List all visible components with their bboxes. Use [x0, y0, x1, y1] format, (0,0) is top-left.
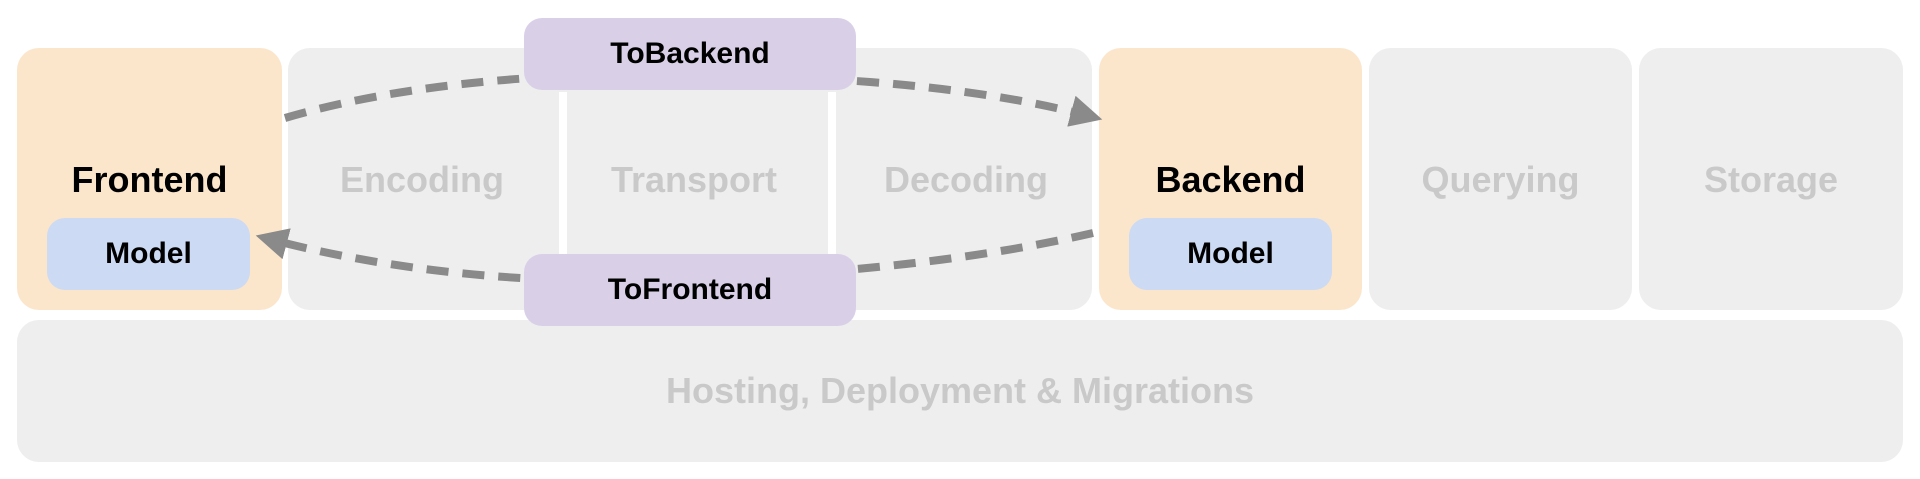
- pipeline-divider: [828, 92, 836, 310]
- pipeline-divider: [559, 92, 567, 310]
- to-frontend-message: ToFrontend: [524, 254, 856, 326]
- frontend-model-chip: Model: [47, 218, 250, 290]
- hosting-label: Hosting, Deployment & Migrations: [665, 370, 1255, 411]
- storage-box: Storage: [1639, 48, 1903, 310]
- querying-box: Querying: [1369, 48, 1632, 310]
- frontend-title: Frontend: [71, 159, 228, 200]
- hosting-box: Hosting, Deployment & Migrations: [17, 320, 1903, 462]
- backend-model-chip: Model: [1129, 218, 1332, 290]
- backend-box: Backend Model: [1099, 48, 1362, 310]
- querying-label: Querying: [1421, 159, 1580, 200]
- frontend-box: Frontend Model: [17, 48, 282, 310]
- stage-encoding: Encoding: [340, 159, 504, 200]
- storage-label: Storage: [1703, 159, 1839, 200]
- stage-decoding: Decoding: [883, 159, 1048, 200]
- to-backend-message: ToBackend: [524, 18, 856, 90]
- backend-title: Backend: [1155, 159, 1306, 200]
- stage-transport: Transport: [610, 159, 778, 200]
